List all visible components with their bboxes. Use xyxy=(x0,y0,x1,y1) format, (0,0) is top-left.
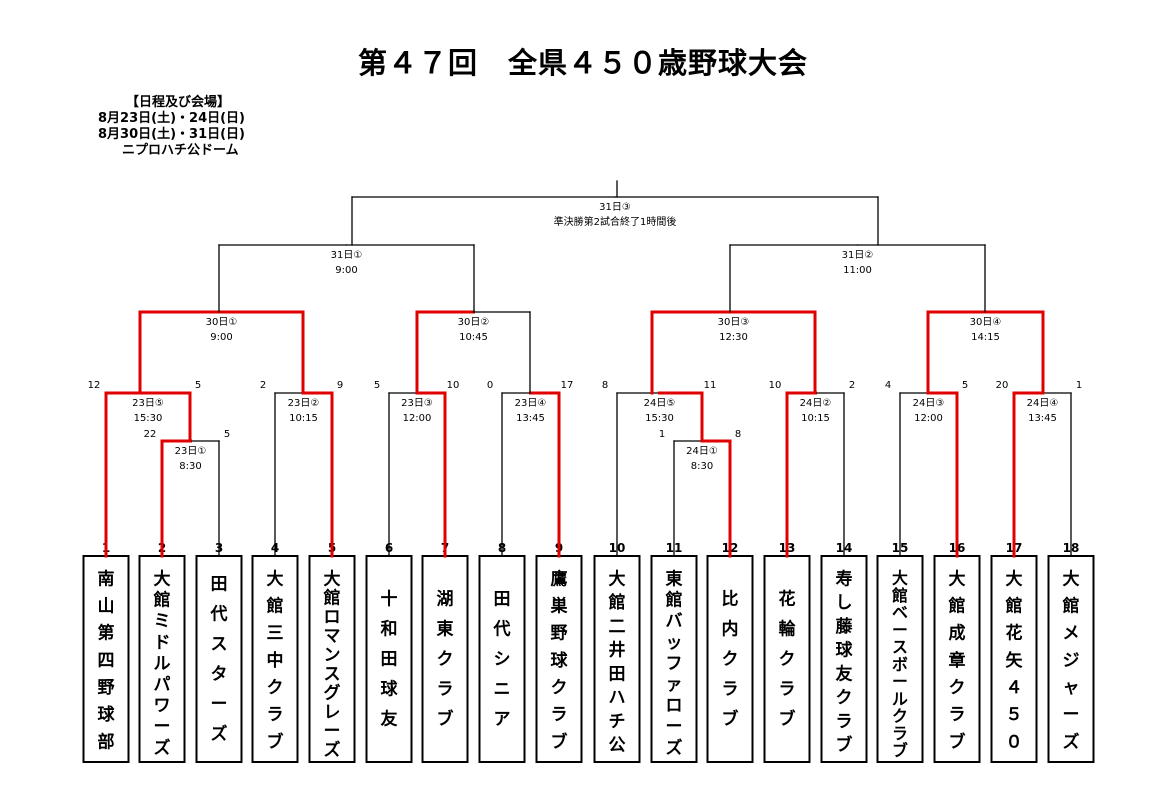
score-right: 9 xyxy=(337,380,343,391)
schedule-heading: 【日程及び会場】 xyxy=(126,95,231,110)
team-box xyxy=(820,555,868,763)
match-game-label: 31日① xyxy=(331,250,363,261)
team-name: 大館花矢４５０ xyxy=(1005,568,1024,752)
score-right: 17 xyxy=(561,380,574,391)
score-left: 10 xyxy=(769,380,782,391)
schedule-dates-2: 8月30日(土)・31日(日) xyxy=(98,127,245,142)
schedule-venue: ニプロハチ公ドーム xyxy=(122,143,239,158)
team-name: 大館成章クラブ xyxy=(948,568,966,752)
match-time-label: 8:30 xyxy=(691,461,713,472)
score-right: 10 xyxy=(447,380,460,391)
team-name: 大館ロマンスグレーズ xyxy=(323,568,341,760)
match-game-label: 24日⑤ xyxy=(644,398,676,409)
team-name: 大館ミドルパワーズ xyxy=(153,568,171,758)
team-box xyxy=(251,555,299,763)
score-left: 0 xyxy=(487,380,493,391)
score-left: 1 xyxy=(659,429,665,440)
match-time-label: 11:00 xyxy=(843,265,872,276)
match-time-label: 10:15 xyxy=(801,413,830,424)
team-box xyxy=(421,555,469,763)
team-box xyxy=(478,555,526,763)
match-time-label: 12:00 xyxy=(914,413,943,424)
match-time-label: 準決勝第2試合終了1時間後 xyxy=(554,215,677,228)
match-time-label: 12:00 xyxy=(403,413,432,424)
team-box xyxy=(195,555,243,763)
team-box xyxy=(365,555,413,763)
team-name: 寿し藤球友クラブ xyxy=(836,568,854,755)
match-time-label: 9:00 xyxy=(210,332,232,343)
page-title: 第４７回 全県４５０歳野球大会 xyxy=(357,46,808,80)
team-box xyxy=(763,555,811,763)
score-right: 11 xyxy=(704,380,717,391)
score-left: 4 xyxy=(885,380,891,391)
score-right: 5 xyxy=(962,380,968,391)
match-time-label: 9:00 xyxy=(335,265,357,276)
match-game-label: 23日① xyxy=(175,446,207,457)
score-right: 2 xyxy=(849,380,855,391)
score-left: 8 xyxy=(602,380,608,391)
match-time-label: 8:30 xyxy=(179,461,201,472)
team-name: 大館二井田ハチ公 xyxy=(608,568,626,755)
match-game-label: 31日③ xyxy=(599,202,631,213)
match-game-label: 30日② xyxy=(458,317,490,328)
match-time-label: 10:15 xyxy=(289,413,318,424)
match-game-label: 24日② xyxy=(800,398,832,409)
match-time-label: 12:30 xyxy=(719,332,748,343)
match-time-label: 13:45 xyxy=(516,413,545,424)
schedule-dates-1: 8月23日(土)・24日(日) xyxy=(98,111,245,126)
match-game-label: 30日① xyxy=(206,317,238,328)
score-left: 22 xyxy=(144,429,157,440)
team-name: 大館メジャーズ xyxy=(1062,568,1080,752)
score-right: 5 xyxy=(224,429,230,440)
match-game-label: 23日③ xyxy=(401,398,433,409)
score-left: 12 xyxy=(88,380,101,391)
team-box xyxy=(706,555,754,763)
match-time-label: 10:45 xyxy=(459,332,488,343)
team-name: 湖東クラブ xyxy=(437,589,454,729)
match-time-label: 14:15 xyxy=(971,332,1000,343)
match-time-label: 13:45 xyxy=(1028,413,1057,424)
team-name: 田代シニア xyxy=(493,589,511,729)
match-game-label: 23日⑤ xyxy=(132,398,164,409)
match-game-label: 23日④ xyxy=(515,398,547,409)
score-left: 20 xyxy=(996,380,1009,391)
match-game-label: 30日④ xyxy=(970,317,1002,328)
team-name: 南山第四野球部 xyxy=(98,568,116,752)
schedule-info: 【日程及び会場】 8月23日(土)・24日(日) 8月30日(土)・31日(日)… xyxy=(98,95,298,159)
team-name: 田代スターズ xyxy=(210,574,228,744)
score-right: 5 xyxy=(195,380,201,391)
team-box xyxy=(876,555,924,763)
team-name: 東館バッファローズ xyxy=(665,568,683,758)
match-time-label: 15:30 xyxy=(645,413,674,424)
match-game-label: 31日② xyxy=(842,250,874,261)
match-game-label: 24日③ xyxy=(913,398,945,409)
score-right: 1 xyxy=(1076,380,1082,391)
match-game-label: 24日④ xyxy=(1027,398,1059,409)
team-name: 十和田球友 xyxy=(381,588,399,729)
match-time-label: 15:30 xyxy=(134,413,163,424)
team-name: 大館三中クラブ xyxy=(266,568,284,752)
match-game-label: 24日① xyxy=(686,446,718,457)
team-name: 大館ベースボールクラブ xyxy=(892,569,908,761)
score-left: 2 xyxy=(260,380,266,391)
team-name: 花輪クラブ xyxy=(779,588,797,729)
team-box xyxy=(650,555,698,763)
match-game-label: 30日③ xyxy=(718,317,750,328)
score-left: 5 xyxy=(374,380,380,391)
match-game-label: 23日② xyxy=(288,398,320,409)
team-box xyxy=(990,555,1038,763)
team-box xyxy=(138,555,186,763)
score-right: 8 xyxy=(735,429,741,440)
team-box xyxy=(1047,555,1095,763)
team-name: 鷹巣野球クラブ xyxy=(550,568,569,752)
team-name: 比内クラブ xyxy=(722,588,739,729)
